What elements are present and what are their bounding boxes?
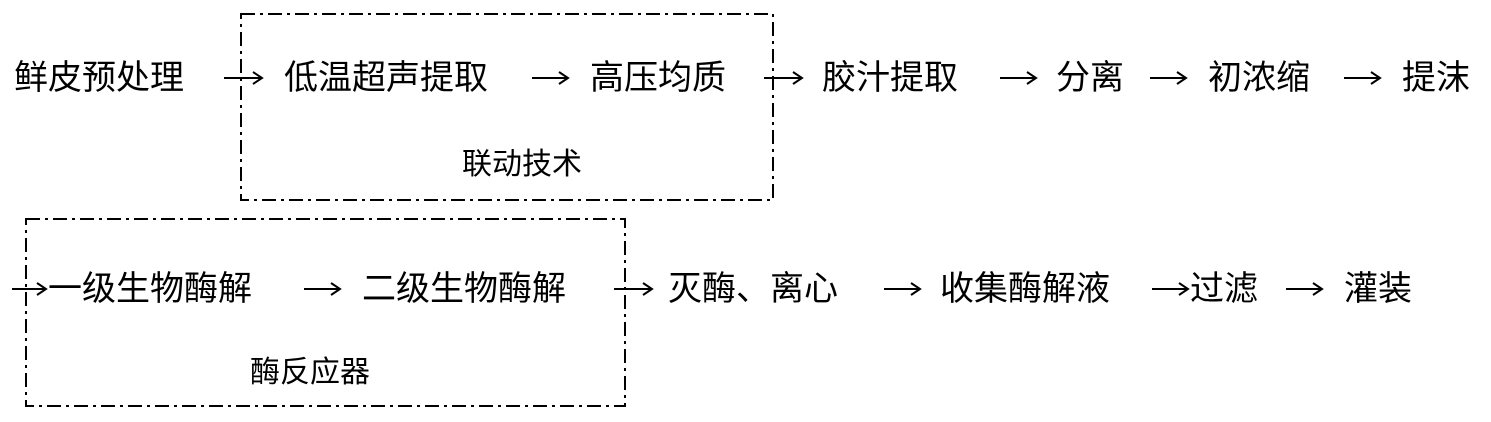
step-separation: 分离: [1056, 58, 1124, 98]
arrow-row2-2: [304, 282, 342, 296]
step-primary-enzymolysis: 一级生物酶解: [48, 269, 252, 309]
arrow-row2-6: [1286, 282, 1324, 296]
arrow-row1-6: [1344, 71, 1382, 85]
arrow-row1-4: [1000, 71, 1038, 85]
step-foam-removal: 提沫: [1402, 58, 1470, 98]
arrow-row1-2: [532, 71, 570, 85]
step-filling: 灌装: [1344, 269, 1412, 309]
step-secondary-enzymolysis: 二级生物酶解: [362, 269, 566, 309]
step-initial-concentration: 初浓缩: [1208, 58, 1310, 98]
step-collect-hydrolysate: 收集酶解液: [940, 269, 1110, 309]
arrow-row2-5: [1152, 282, 1190, 296]
step-low-temp-ultrasonic-extraction: 低温超声提取: [284, 58, 488, 98]
arrow-row1-5: [1150, 71, 1188, 85]
step-gel-extraction: 胶汁提取: [822, 58, 958, 98]
arrow-row2-1: [12, 282, 48, 296]
step-filtration: 过滤: [1190, 269, 1258, 309]
arrow-row2-3: [614, 282, 654, 296]
step-enzyme-inactivation-centrifuge: 灭酶、离心: [668, 269, 838, 309]
step-fresh-skin-pretreatment: 鲜皮预处理: [14, 58, 184, 98]
step-high-pressure-homogenization: 高压均质: [590, 58, 726, 98]
arrow-row1-3: [764, 71, 804, 85]
arrow-row2-4: [884, 282, 922, 296]
enzyme-reactor-group-box: [25, 218, 626, 407]
enzyme-reactor-label: 酶反应器: [250, 355, 370, 390]
arrow-row1-1: [224, 71, 264, 85]
linkage-technology-label: 联动技术: [462, 147, 582, 182]
linkage-group-box: [240, 13, 774, 201]
